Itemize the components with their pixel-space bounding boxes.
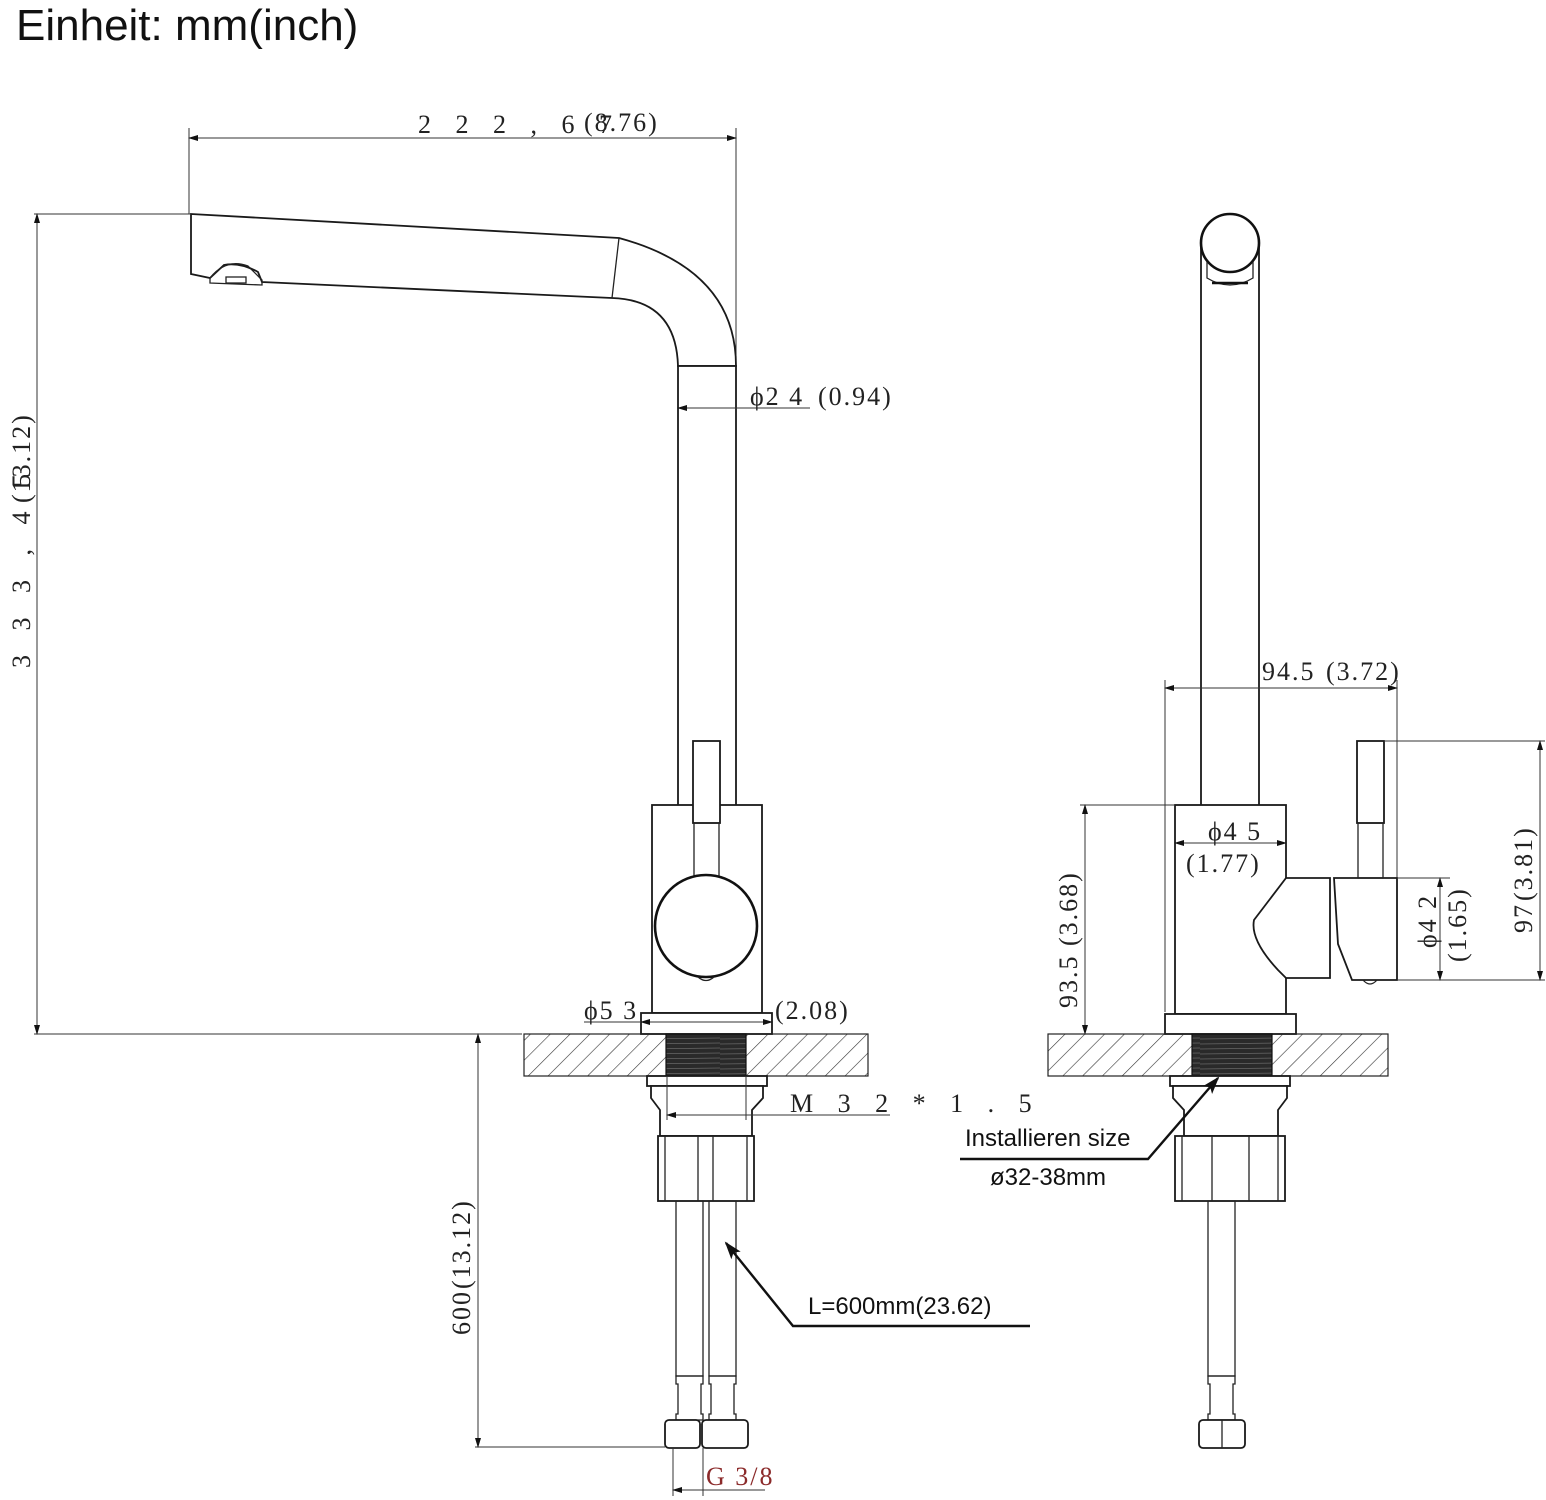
lever-stem-front bbox=[1357, 822, 1384, 879]
unit-title: Einheit: mm(inch) bbox=[16, 1, 358, 50]
hose-ferrule-right bbox=[708, 1375, 737, 1421]
spout-neck bbox=[677, 365, 737, 807]
handle-hub bbox=[1333, 877, 1398, 981]
hose-front bbox=[1207, 1200, 1236, 1377]
handle-diameter-inch-label: (1.65) bbox=[1443, 887, 1472, 962]
side-view: 2 2 2 , 6 7 (8.76) 3 3 3 , 4 5 (13.12) ϕ… bbox=[7, 108, 1041, 1496]
handle-diameter-label: ϕ4 2 bbox=[1413, 894, 1442, 948]
hub-button bbox=[1362, 979, 1378, 985]
cap-button bbox=[697, 976, 715, 982]
spout-diameter-label: ϕ2 4 bbox=[750, 382, 804, 411]
install-note-line1: Installieren size bbox=[965, 1125, 1130, 1152]
lever-handle-front bbox=[1356, 740, 1385, 824]
thread-label: M 3 2 * 1 . 5 bbox=[790, 1089, 1041, 1118]
fixing-nut bbox=[657, 1135, 755, 1202]
spout-reach-label: 2 2 2 , 6 7 bbox=[418, 110, 621, 139]
spout-tip-circle bbox=[1199, 212, 1261, 274]
install-size-leader bbox=[960, 1076, 1220, 1161]
total-height-inch-label: (13.12) bbox=[7, 413, 36, 503]
hose-ferrule-front bbox=[1207, 1375, 1236, 1421]
handle-height-label: 97 bbox=[1509, 903, 1538, 933]
cartridge-cap bbox=[653, 873, 759, 979]
front-view: 94.5 (3.72) ϕ4 5 (1.77) 93.5 (3.68) ϕ4 2… bbox=[960, 212, 1545, 1449]
washer bbox=[646, 1075, 768, 1087]
body-diameter-label: ϕ4 5 bbox=[1208, 817, 1262, 846]
hose-height-label: 600 bbox=[447, 1290, 476, 1335]
hose-ferrule-left bbox=[675, 1375, 704, 1421]
handle-height-inch-label: (3.81) bbox=[1509, 826, 1538, 901]
handle-span-label: 94.5 bbox=[1262, 657, 1316, 686]
install-note-line2: ø32-38mm bbox=[990, 1164, 1106, 1191]
fixing-nut-front bbox=[1174, 1135, 1286, 1202]
hose-length-note: L=600mm(23.62) bbox=[808, 1293, 991, 1320]
body-diameter-inch-label: (1.77) bbox=[1186, 849, 1261, 878]
base-ring-front bbox=[1164, 1013, 1297, 1035]
aerator-front bbox=[1206, 262, 1254, 286]
total-height-label: 3 3 3 , 4 5 bbox=[7, 465, 36, 668]
body-height-inch-label: (3.68) bbox=[1054, 871, 1083, 946]
hose-left bbox=[675, 1200, 704, 1377]
spout-front bbox=[1200, 214, 1260, 807]
base-diameter-inch-label: (2.08) bbox=[775, 996, 850, 1025]
spout-joint-line bbox=[611, 237, 620, 299]
threaded-shank-front bbox=[1191, 1033, 1273, 1077]
body-height-label: 93.5 bbox=[1054, 955, 1083, 1009]
lever-handle bbox=[692, 740, 721, 824]
spout-outline bbox=[190, 213, 737, 367]
handle-housing bbox=[1252, 877, 1331, 979]
spout-diameter-inch-label: (0.94) bbox=[818, 382, 893, 411]
threaded-shank bbox=[665, 1033, 747, 1077]
aerator-icon bbox=[209, 263, 263, 286]
spout-reach-inch-label: (8.76) bbox=[584, 108, 659, 137]
base-diameter-label: ϕ5 3 bbox=[584, 996, 638, 1025]
hose-height-inch-label: (13.12) bbox=[447, 1199, 476, 1289]
hose-nut-left bbox=[664, 1419, 701, 1449]
hose-length-leader bbox=[724, 1241, 1030, 1328]
connector-thread-label: G 3/8 bbox=[706, 1462, 775, 1491]
washer-front bbox=[1169, 1075, 1291, 1087]
hose-nut-right bbox=[701, 1419, 749, 1449]
hose-right bbox=[708, 1200, 737, 1377]
handle-span-inch-label: (3.72) bbox=[1326, 657, 1401, 686]
base-ring bbox=[640, 1012, 773, 1035]
aerator-slot bbox=[225, 276, 247, 284]
